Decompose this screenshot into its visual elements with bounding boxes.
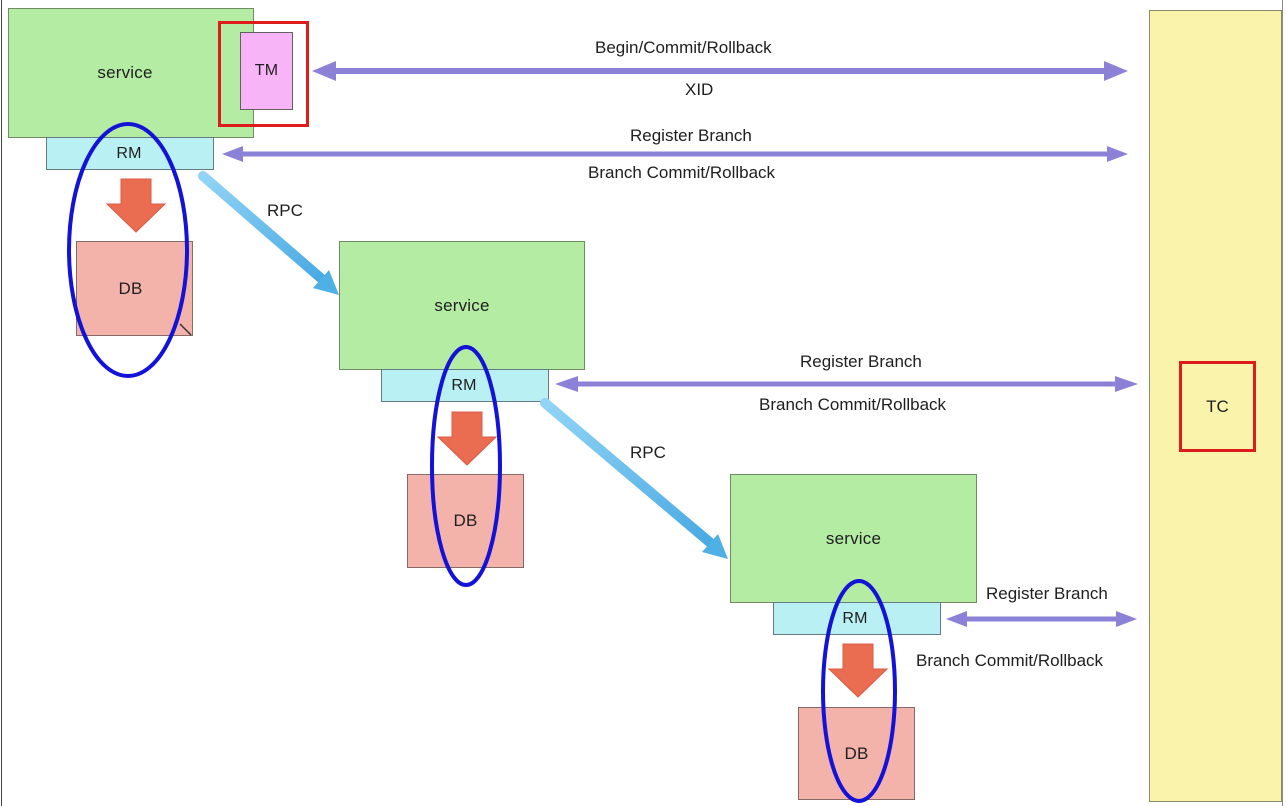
db-3-label: DB xyxy=(844,743,869,763)
register-branch-label-3: Register Branch xyxy=(986,584,1108,603)
begin-commit-rollback-label: Begin/Commit/Rollback xyxy=(595,38,772,57)
service-2: service xyxy=(339,241,585,370)
tm-component: TM xyxy=(240,32,293,110)
rm-2-label: RM xyxy=(451,376,477,394)
branch-commit-rollback-label-2: Branch Commit/Rollback xyxy=(759,395,947,414)
rm-3: RM xyxy=(773,602,941,635)
db-1: DB xyxy=(76,241,193,336)
rm-3-to-tc-message-arrow xyxy=(946,611,1137,627)
right-frame-border xyxy=(1282,0,1283,806)
xid-label: XID xyxy=(685,80,714,99)
rm-db-2-highlight-ellipse xyxy=(430,345,502,587)
rm-1-to-tc-message-arrow xyxy=(222,146,1128,162)
rm-1: RM xyxy=(46,137,214,170)
rm-2: RM xyxy=(381,369,549,402)
tc-label: TC xyxy=(1206,396,1229,416)
db-1-label: DB xyxy=(118,278,143,298)
rm-3-label: RM xyxy=(842,609,868,627)
rm-2-to-tc-message-arrow xyxy=(555,376,1138,392)
service-2-label: service xyxy=(434,295,490,315)
register-branch-label-1: Register Branch xyxy=(630,126,752,145)
db-2-label: DB xyxy=(453,511,478,530)
service-1: service xyxy=(8,8,254,138)
branch-commit-rollback-label-3: Branch Commit/Rollback xyxy=(916,651,1104,670)
db-2-down-arrow xyxy=(436,411,498,466)
down-arrows xyxy=(105,178,889,698)
db-1-down-arrow xyxy=(105,178,167,233)
tc-box: TC xyxy=(1179,361,1256,452)
rpc-arrow-2 xyxy=(540,398,728,559)
service-1-label: service xyxy=(97,63,153,82)
tm-highlight-box xyxy=(218,21,309,127)
rpc-label-1: RPC xyxy=(267,201,303,220)
left-frame-border xyxy=(1,0,2,806)
db-2: DB xyxy=(407,474,524,568)
rpc-arrows xyxy=(198,171,728,559)
rm-db-3-highlight-ellipse xyxy=(821,579,897,803)
tm-label: TM xyxy=(254,62,279,79)
tc-panel xyxy=(1149,10,1282,802)
message-arrows xyxy=(222,61,1138,627)
register-branch-label-2: Register Branch xyxy=(800,352,922,371)
db-3-down-arrow xyxy=(827,643,889,698)
rpc-label-2: RPC xyxy=(630,443,666,462)
rm-db-1-highlight-ellipse xyxy=(67,122,189,378)
blue-highlight-ellipses xyxy=(67,122,897,803)
branch-commit-rollback-label-1: Branch Commit/Rollback xyxy=(588,163,776,182)
small-corner-mark xyxy=(179,323,192,336)
rm-1-label: RM xyxy=(116,144,142,162)
service-3-label: service xyxy=(825,528,882,548)
rpc-arrow-1 xyxy=(198,171,339,295)
tm-to-tc-message-arrow xyxy=(312,61,1128,81)
